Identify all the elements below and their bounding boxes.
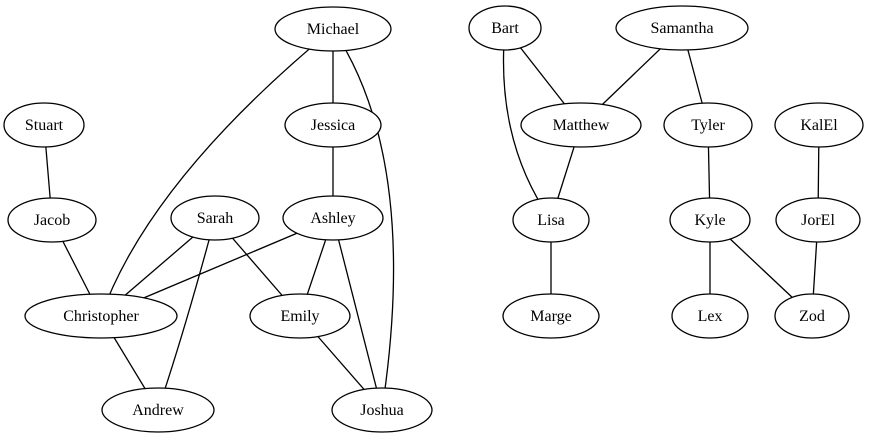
node-label: Christopher: [63, 308, 139, 325]
node-tyler: Tyler: [663, 102, 753, 148]
node-label: JorEl: [801, 212, 835, 229]
node-ashley: Ashley: [282, 195, 384, 241]
node-kyle: Kyle: [669, 197, 751, 243]
node-ellipse: [774, 293, 850, 339]
node-ellipse: [502, 293, 600, 339]
node-label: Sarah: [197, 210, 233, 227]
node-ellipse: [615, 5, 749, 51]
node-ellipse: [331, 387, 433, 433]
node-label: Lex: [698, 308, 723, 325]
node-label: Lisa: [537, 212, 565, 229]
node-label: Jacob: [34, 212, 70, 229]
node-lisa: Lisa: [512, 197, 590, 243]
node-christopher: Christopher: [24, 293, 178, 339]
node-marge: Marge: [502, 293, 600, 339]
edge-michael-christopher: [100, 28, 334, 317]
node-label: Andrew: [132, 402, 184, 419]
node-jacob: Jacob: [7, 197, 97, 243]
node-label: Joshua: [360, 402, 404, 419]
node-label: KalEl: [800, 117, 838, 134]
node-andrew: Andrew: [101, 387, 215, 433]
node-jessica: Jessica: [284, 102, 382, 148]
node-stuart: Stuart: [3, 102, 85, 148]
node-joshua: Joshua: [331, 387, 433, 433]
node-label: Bart: [491, 20, 519, 37]
node-ellipse: [24, 293, 178, 339]
node-ellipse: [249, 293, 351, 339]
node-michael: Michael: [274, 6, 392, 52]
node-zod: Zod: [774, 293, 850, 339]
node-emily: Emily: [249, 293, 351, 339]
node-ellipse: [282, 195, 384, 241]
node-matthew: Matthew: [520, 102, 642, 148]
node-label: Michael: [307, 21, 360, 38]
node-label: Tyler: [691, 117, 725, 134]
node-label: Stuart: [25, 117, 64, 134]
node-ellipse: [663, 102, 753, 148]
node-sarah: Sarah: [170, 195, 260, 241]
edge-michael-joshua: [332, 28, 395, 411]
node-label: Zod: [799, 308, 825, 325]
node-ellipse: [669, 197, 751, 243]
node-bart: Bart: [468, 5, 542, 51]
node-label: Samantha: [650, 20, 713, 37]
node-ellipse: [468, 5, 542, 51]
node-label: Kyle: [694, 212, 725, 229]
node-kalel: KalEl: [774, 102, 864, 148]
node-label: Marge: [530, 308, 571, 325]
node-jorel: JorEl: [775, 197, 861, 243]
node-label: Matthew: [553, 117, 610, 134]
node-label: Ashley: [310, 210, 355, 227]
node-ellipse: [774, 102, 864, 148]
node-ellipse: [274, 6, 392, 52]
node-ellipse: [520, 102, 642, 148]
node-ellipse: [775, 197, 861, 243]
node-ellipse: [512, 197, 590, 243]
node-ellipse: [284, 102, 382, 148]
node-ellipse: [170, 195, 260, 241]
edge-ashley-joshua: [332, 217, 383, 411]
node-label: Emily: [280, 308, 319, 325]
node-ellipse: [101, 387, 215, 433]
node-ellipse: [7, 197, 97, 243]
node-samantha: Samantha: [615, 5, 749, 51]
node-lex: Lex: [671, 293, 749, 339]
node-ellipse: [671, 293, 749, 339]
node-ellipse: [3, 102, 85, 148]
node-label: Jessica: [311, 117, 355, 134]
